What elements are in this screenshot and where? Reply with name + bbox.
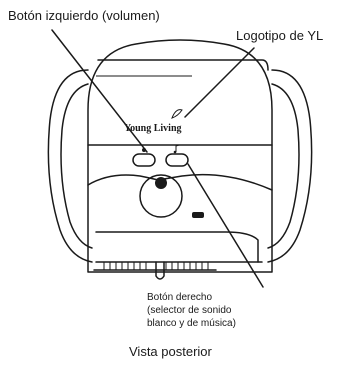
right-button[interactable] bbox=[165, 153, 189, 167]
label-right-button-line-2: (selector de sonido bbox=[147, 305, 232, 316]
callout-line-logo bbox=[184, 47, 255, 118]
music-note-head bbox=[173, 150, 177, 154]
left-button[interactable] bbox=[132, 153, 156, 167]
center-dial-knob bbox=[155, 177, 167, 189]
right-arm-inner bbox=[267, 83, 300, 249]
callout-line-right bbox=[187, 163, 264, 288]
top-panel bbox=[97, 59, 269, 71]
bottom-teeth bbox=[103, 262, 209, 270]
caption: Vista posterior bbox=[129, 344, 212, 359]
label-logo: Logotipo de YL bbox=[236, 28, 324, 43]
left-arm-inner bbox=[60, 83, 93, 249]
logo-mark: Young Living bbox=[124, 123, 182, 134]
side-slot bbox=[192, 212, 204, 218]
left-arm bbox=[47, 69, 93, 263]
label-right-button-line-3: blanco y de música) bbox=[147, 318, 236, 329]
music-note-icon bbox=[175, 144, 180, 152]
label-left-button: Botón izquierdo (volumen) bbox=[8, 8, 160, 23]
logo-leaf-icon bbox=[171, 109, 183, 119]
bottom-skirt bbox=[95, 231, 259, 263]
label-right-button: Botón derecho (selector de sonido blanco… bbox=[147, 291, 236, 330]
center-stem bbox=[155, 261, 165, 280]
callout-line-left bbox=[51, 29, 148, 153]
device-body bbox=[87, 39, 273, 273]
center-dial-outer bbox=[139, 174, 183, 218]
right-arm bbox=[267, 69, 313, 263]
label-right-button-line-1: Botón derecho bbox=[147, 292, 213, 303]
